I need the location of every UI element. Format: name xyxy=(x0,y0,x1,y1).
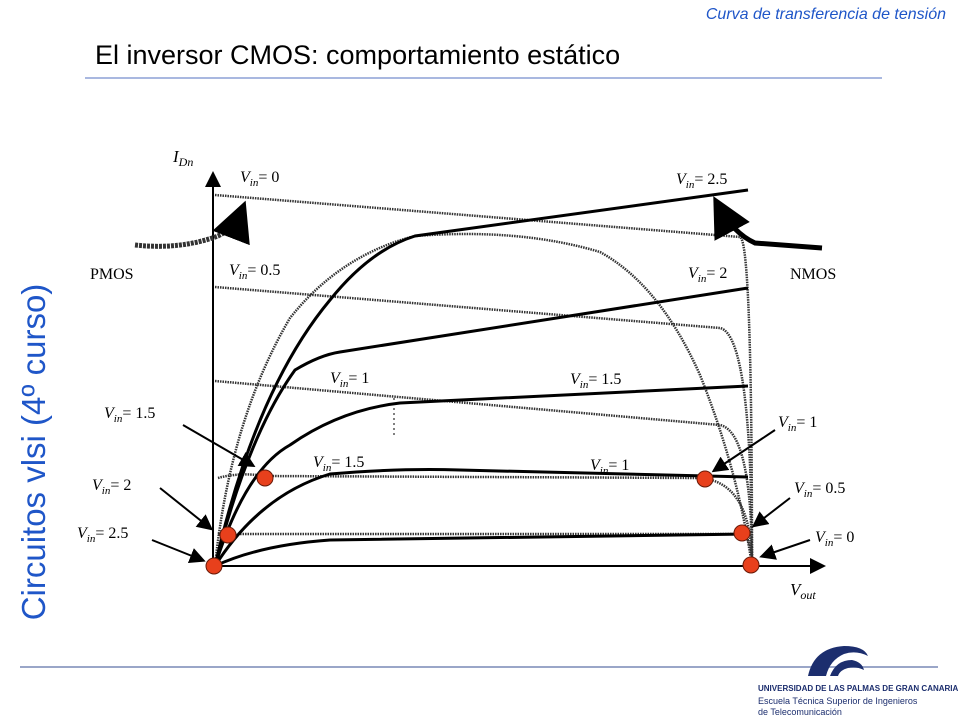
title-underline xyxy=(85,77,882,79)
pointer-arrow xyxy=(751,497,791,528)
nmos-label: NMOS xyxy=(790,266,836,283)
operating-point xyxy=(696,470,714,488)
label-right-vin1: Vin= 1 xyxy=(778,414,817,434)
pmos-curve-vin05 xyxy=(214,285,754,567)
operating-point xyxy=(219,526,237,544)
nmos-curve-vin2 xyxy=(213,286,749,567)
label-nmos-vin25: Vin= 2.5 xyxy=(676,171,727,191)
label-left-vin2: Vin= 2 xyxy=(92,477,131,497)
pmos-arrow xyxy=(134,200,250,249)
label-right-vin0: Vin= 0 xyxy=(815,529,854,549)
y-axis-label: IDn xyxy=(172,147,193,169)
nmos-curve-vin25 xyxy=(213,188,749,567)
pmos-curve-vin0 xyxy=(214,193,754,567)
operating-point xyxy=(205,557,223,575)
label-nmos-vin2: Vin= 2 xyxy=(688,265,727,285)
label-pmos-vin05: Vin= 0.5 xyxy=(229,262,280,282)
nmos-curve-vin15 xyxy=(213,384,749,567)
operating-point xyxy=(742,556,760,574)
label-mid-vin15: Vin= 1.5 xyxy=(313,454,364,474)
page-title: El inversor CMOS: comportamiento estátic… xyxy=(95,40,621,70)
label-mid-vin1: Vin= 1 xyxy=(590,457,629,477)
x-axis-label: Vout xyxy=(790,580,816,602)
label-left-vin25: Vin= 2.5 xyxy=(77,525,128,545)
logo-line-telecom: de Telecomunicación xyxy=(758,707,842,717)
pointer-arrow xyxy=(182,424,256,468)
operating-points xyxy=(205,469,760,575)
label-pmos-vin0: Vin= 0 xyxy=(240,169,279,189)
pmos-curve-vin1 xyxy=(214,379,754,567)
nmos-arrow xyxy=(713,196,823,251)
header-subtitle: Curva de transferencia de tensión xyxy=(705,6,946,23)
label-right-vin05: Vin= 0.5 xyxy=(794,480,845,500)
vin-labels: Vin= 0 Vin= 0.5 Vin= 1 Vin= 2.5 Vin= 2 V… xyxy=(77,169,854,549)
pmos-label: PMOS xyxy=(90,266,134,283)
pointer-arrow xyxy=(159,487,214,531)
operating-point xyxy=(256,469,274,487)
nmos-curve-vin1 xyxy=(213,468,749,567)
pointer-arrow xyxy=(151,539,206,563)
label-nmos-vin15-upper: Vin= 1.5 xyxy=(570,371,621,391)
university-logo: UNIVERSIDAD DE LAS PALMAS DE GRAN CANARI… xyxy=(752,640,958,720)
logo-line-university: UNIVERSIDAD DE LAS PALMAS DE GRAN CANARI… xyxy=(758,684,959,693)
pointer-arrow xyxy=(711,429,776,473)
pmos-dome-curve xyxy=(213,232,754,567)
pointer-arrows xyxy=(151,424,811,563)
nmos-curve-vin05 xyxy=(214,532,749,568)
pmos-curves xyxy=(214,193,754,567)
footer-rule xyxy=(20,666,938,668)
operating-point xyxy=(733,524,751,542)
label-pmos-vin1: Vin= 1 xyxy=(330,370,369,390)
pointer-arrow xyxy=(759,539,811,560)
label-left-vin15: Vin= 1.5 xyxy=(104,405,155,425)
nmos-curves xyxy=(213,188,749,568)
university-emblem-icon xyxy=(808,646,868,676)
logo-line-school: Escuela Técnica Superior de Ingenieros xyxy=(758,696,918,706)
